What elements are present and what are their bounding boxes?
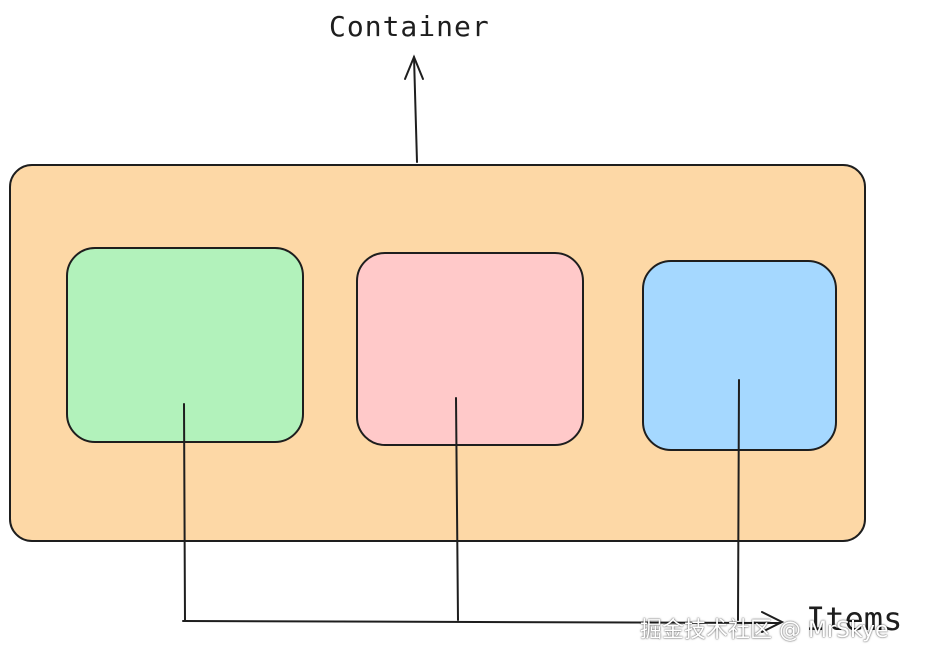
arrow-up-icon [404, 54, 424, 163]
watermark-text: 掘金技术社区 @ MrSkye [640, 618, 889, 643]
items-label: Items [806, 600, 903, 638]
connector-item-2 [455, 397, 459, 621]
bottom-bus-line [182, 620, 781, 624]
connector-lines [182, 379, 781, 624]
connector-item-1 [183, 403, 186, 622]
item-box-pink [356, 252, 584, 446]
connector-item-3 [737, 379, 740, 621]
arrow-right-icon [761, 611, 785, 633]
container-label: Container [329, 10, 490, 43]
